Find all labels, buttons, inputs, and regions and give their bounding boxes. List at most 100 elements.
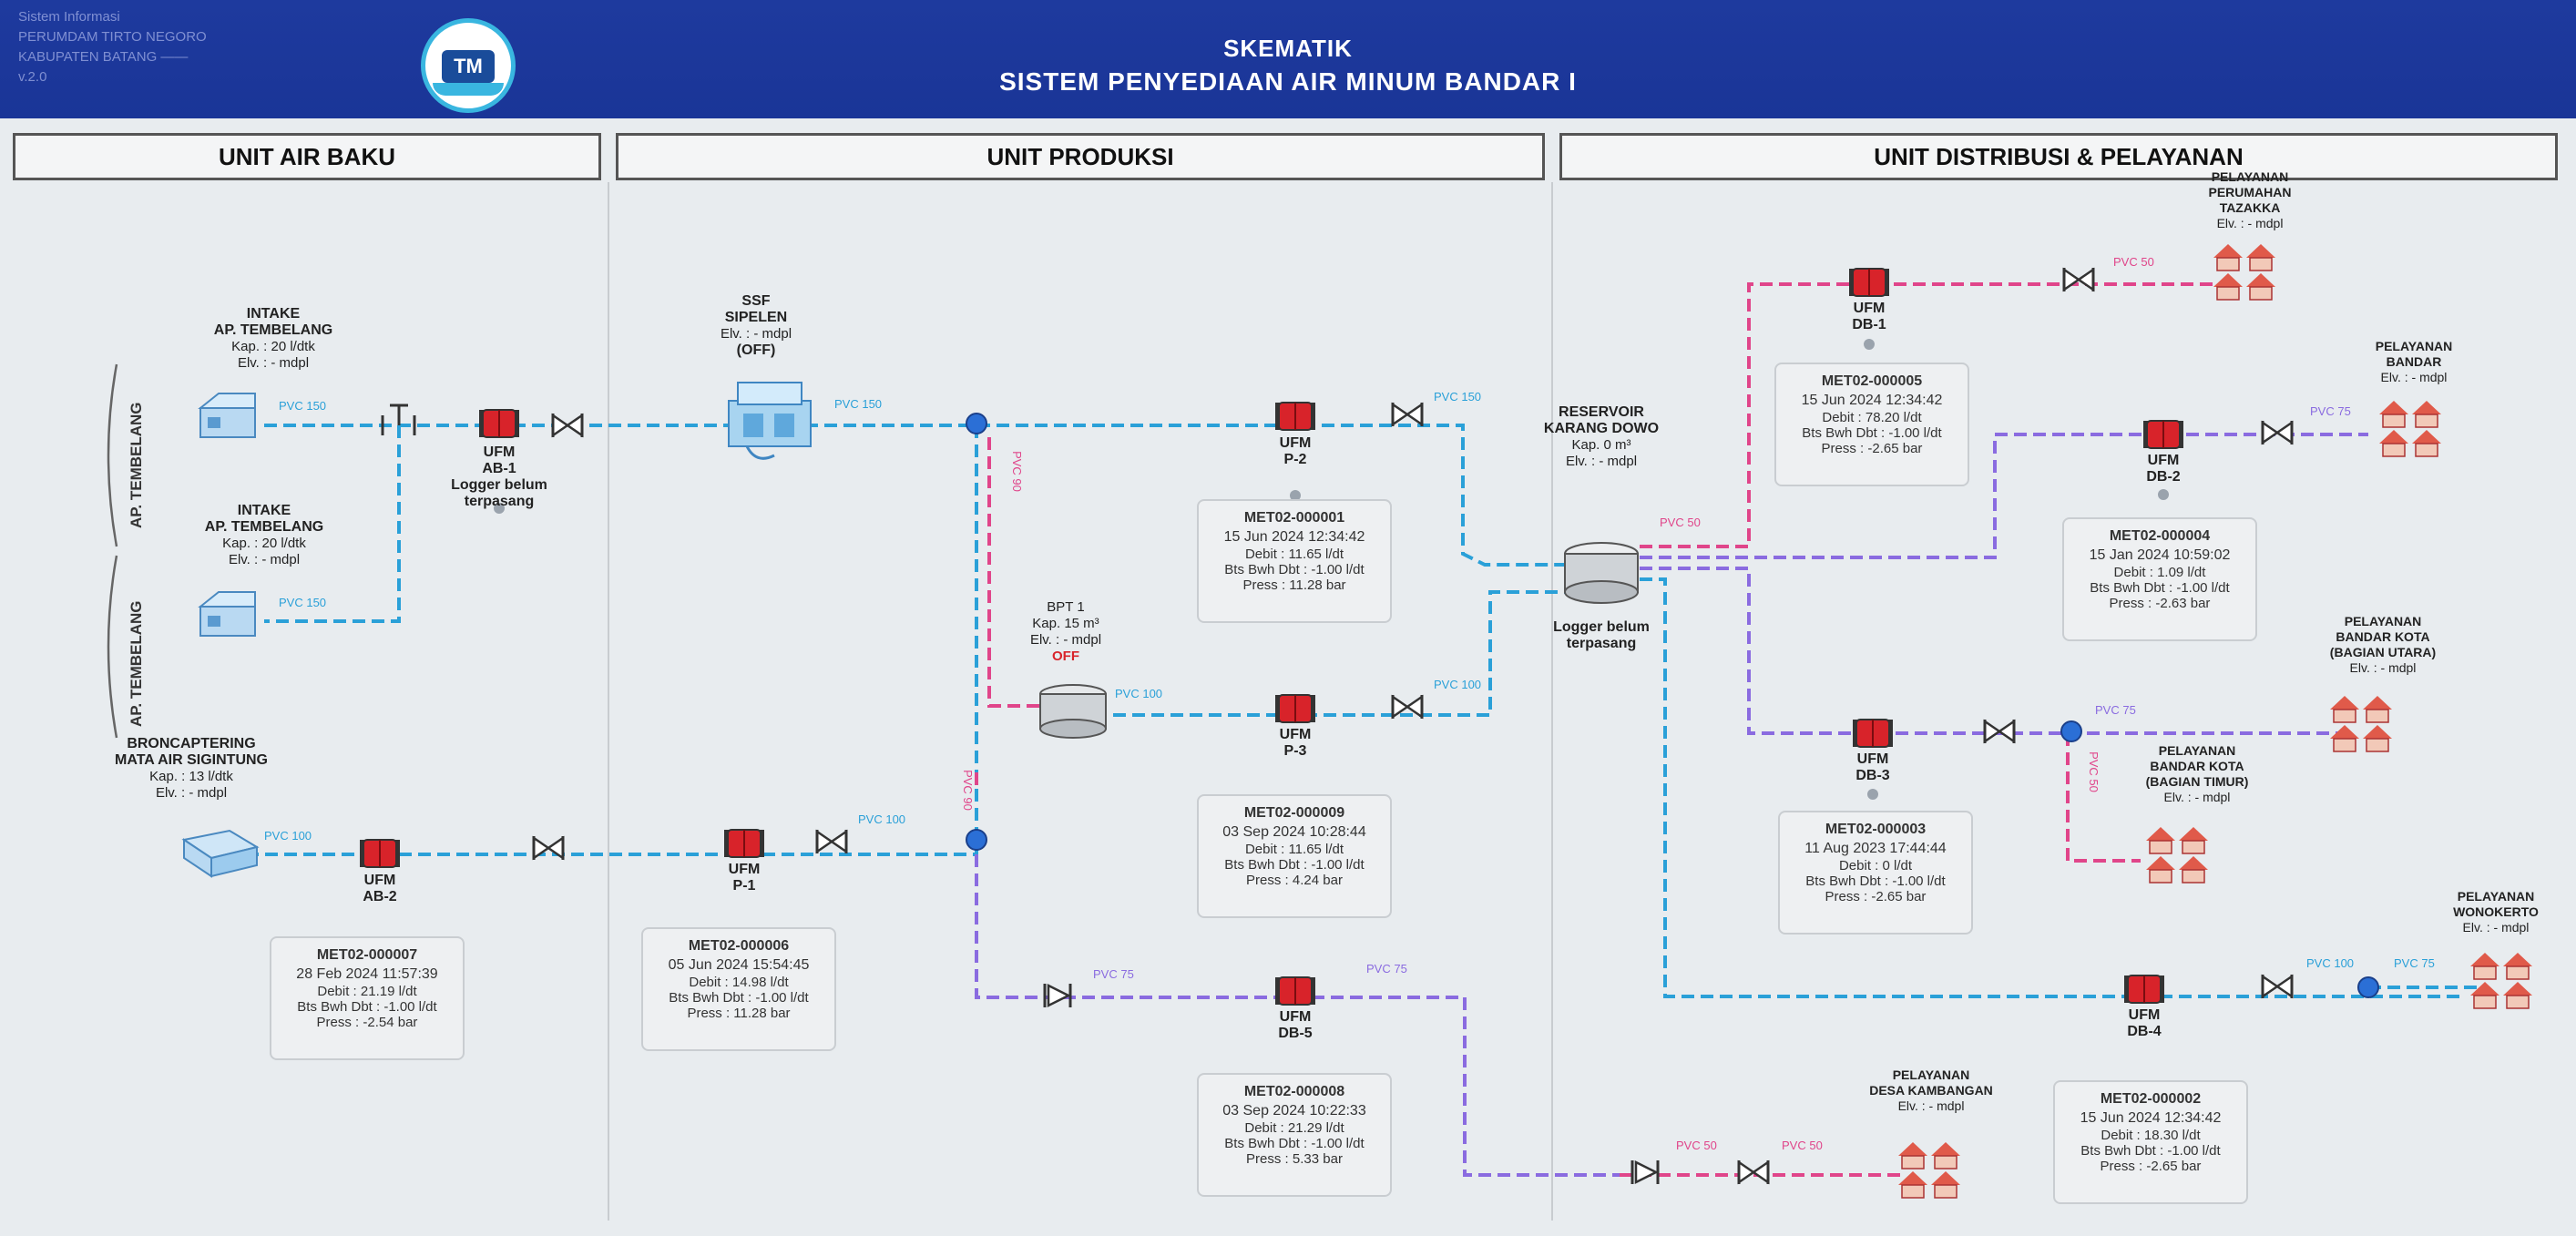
bronc-elevation: Elv. : - mdpl xyxy=(155,785,228,801)
pipe-segment xyxy=(1640,282,2223,548)
gate-valve-icon xyxy=(551,412,584,439)
pipe-size-label: PVC 150 xyxy=(279,596,327,609)
intake-building-icon xyxy=(198,591,256,637)
meter-id: MET02-000004 xyxy=(2109,528,2211,544)
logger-text: terpasang xyxy=(1566,636,1637,651)
meter-code: P-1 xyxy=(732,878,756,894)
flow-meter-icon xyxy=(1274,976,1316,1006)
service-elevation: Elv. : - mdpl xyxy=(2380,370,2448,384)
gate-valve-icon xyxy=(2062,266,2095,293)
meter-threshold: Bts Bwh Dbt : -1.00 l/dt xyxy=(2080,1143,2221,1159)
meter-id: MET02-000001 xyxy=(1243,510,1345,526)
meter-threshold: Bts Bwh Dbt : -1.00 l/dt xyxy=(297,999,437,1015)
meter-debit: Debit : 11.65 l/dt xyxy=(1244,546,1344,562)
header-info-line: PERUMDAM TIRTO NEGORO xyxy=(18,29,207,45)
service-bandar-label[interactable]: PELAYANAN BANDAR Elv. : - mdpl xyxy=(2376,339,2453,385)
header-info-line: v.2.0 xyxy=(18,69,47,85)
service-wonokerto-label[interactable]: PELAYANAN WONOKERTO Elv. : - mdpl xyxy=(2453,889,2539,935)
meter-pressure: Press : 11.28 bar xyxy=(1242,577,1346,593)
meter-card-met02-000005[interactable]: MET02-000005 15 Jun 2024 12:34:42 Debit … xyxy=(1774,363,1969,486)
pipe-segment xyxy=(1640,433,2368,559)
source-bracket xyxy=(107,363,118,547)
meter-pressure: Press : 5.33 bar xyxy=(1246,1151,1343,1167)
meter-card-met02-000009[interactable]: MET02-000009 03 Sep 2024 10:28:44 Debit … xyxy=(1197,794,1392,918)
house-cluster-icon xyxy=(1898,244,2532,1199)
source-vertical-label: AP. TEMBELANG xyxy=(128,402,145,528)
meter-card-met02-000007[interactable]: MET02-000007 28 Feb 2024 11:57:39 Debit … xyxy=(270,936,465,1060)
flow-meter-icon xyxy=(1274,402,1316,431)
meter-threshold: Bts Bwh Dbt : -1.00 l/dt xyxy=(669,990,809,1006)
meter-id: MET02-000006 xyxy=(688,938,790,954)
meter-ab1-label[interactable]: UFM AB-1 Logger belum terpasang xyxy=(451,444,547,510)
section-header-distribusi: UNIT DISTRIBUSI & PELAYANAN xyxy=(1559,133,2558,180)
tee-fitting-icon xyxy=(381,403,416,435)
meter-code: DB-4 xyxy=(2127,1024,2162,1039)
meter-code: P-3 xyxy=(1283,743,1307,759)
gate-valve-icon xyxy=(815,828,848,855)
service-name: PELAYANAN xyxy=(2158,743,2236,758)
intake-1-label: INTAKE AP. TEMBELANG Kap. : 20 l/dtk Elv… xyxy=(214,306,332,372)
service-tazakka-label[interactable]: PELAYANAN PERUMAHAN TAZAKKA Elv. : - mdp… xyxy=(2209,169,2292,231)
meter-debit: Debit : 21.29 l/dt xyxy=(1244,1120,1344,1136)
meter-card-met02-000002[interactable]: MET02-000002 15 Jun 2024 12:34:42 Debit … xyxy=(2053,1080,2248,1204)
meter-threshold: Bts Bwh Dbt : -1.00 l/dt xyxy=(1805,873,1946,889)
meter-card-met02-000008[interactable]: MET02-000008 03 Sep 2024 10:22:33 Debit … xyxy=(1197,1073,1392,1197)
meter-id: MET02-000007 xyxy=(316,947,418,963)
meter-card-met02-000006[interactable]: MET02-000006 05 Jun 2024 15:54:45 Debit … xyxy=(641,927,836,1051)
page-title: SKEMATIK xyxy=(1223,35,1353,62)
reservoir-elevation: Elv. : - mdpl xyxy=(1565,454,1638,469)
ssf-name: SSF xyxy=(741,293,771,309)
gate-valve-icon xyxy=(1983,718,2016,745)
flow-meter-icon xyxy=(1274,694,1316,723)
service-name: PELAYANAN xyxy=(2344,614,2422,628)
meter-card-met02-000004[interactable]: MET02-000004 15 Jan 2024 10:59:02 Debit … xyxy=(2062,517,2257,641)
meter-debit: Debit : 18.30 l/dt xyxy=(2101,1128,2201,1143)
pipe-size-label: PVC 75 xyxy=(1093,967,1134,981)
meter-card-met02-000001[interactable]: MET02-000001 15 Jun 2024 12:34:42 Debit … xyxy=(1197,499,1392,623)
bpt-elevation: Elv. : - mdpl xyxy=(1029,632,1102,648)
meter-card-met02-000003[interactable]: MET02-000003 11 Aug 2023 17:44:44 Debit … xyxy=(1778,811,1973,935)
pipe-segment xyxy=(1640,567,2350,735)
check-valve-icon xyxy=(1630,1159,1660,1186)
meter-timestamp: 15 Jun 2024 12:34:42 xyxy=(2080,1110,2222,1126)
meter-code: DB-5 xyxy=(1278,1026,1313,1041)
service-kota-timur-label[interactable]: PELAYANAN BANDAR KOTA (BAGIAN TIMUR) Elv… xyxy=(2146,743,2249,805)
meter-code: AB-2 xyxy=(363,889,397,904)
pipe-size-label: PVC 100 xyxy=(264,829,312,843)
bpt-name: BPT 1 xyxy=(1047,599,1085,615)
meter-pin xyxy=(1867,789,1878,800)
meter-debit: Debit : 78.20 l/dt xyxy=(1822,410,1922,425)
meter-pressure: Press : 4.24 bar xyxy=(1246,873,1343,888)
meter-threshold: Bts Bwh Dbt : -1.00 l/dt xyxy=(1224,562,1365,577)
pipe-size-label: PVC 150 xyxy=(834,397,883,411)
gate-valve-icon xyxy=(1391,401,1424,428)
meter-pressure: Press : -2.65 bar xyxy=(1825,889,1927,904)
meter-id: MET02-000008 xyxy=(1243,1084,1345,1099)
gate-valve-icon xyxy=(1737,1159,1770,1186)
gate-valve-icon xyxy=(532,834,565,862)
meter-debit: Debit : 21.19 l/dt xyxy=(317,984,417,999)
ssf-plant-icon xyxy=(728,382,812,460)
intake-building-icon xyxy=(198,393,256,438)
service-name: BANDAR KOTA xyxy=(2150,759,2244,773)
pipe-size-label: PVC 50 xyxy=(1782,1139,1823,1152)
intake-2-label: INTAKE AP. TEMBELANG Kap. : 20 l/dtk Elv… xyxy=(205,503,323,568)
service-name: PELAYANAN xyxy=(1892,1067,1970,1082)
service-kambangan-label[interactable]: PELAYANAN DESA KAMBANGAN Elv. : - mdpl xyxy=(1869,1067,1993,1114)
pipe-size-label: PVC 75 xyxy=(1366,962,1407,976)
section-divider xyxy=(1551,182,1553,1221)
pipe-size-label: PVC 50 xyxy=(1676,1139,1717,1152)
meter-type: UFM xyxy=(1856,751,1889,767)
service-kota-utara-label[interactable]: PELAYANAN BANDAR KOTA (BAGIAN UTARA) Elv… xyxy=(2330,614,2436,676)
meter-id: MET02-000002 xyxy=(2100,1091,2202,1107)
meter-debit: Debit : 1.09 l/dt xyxy=(2113,565,2206,580)
